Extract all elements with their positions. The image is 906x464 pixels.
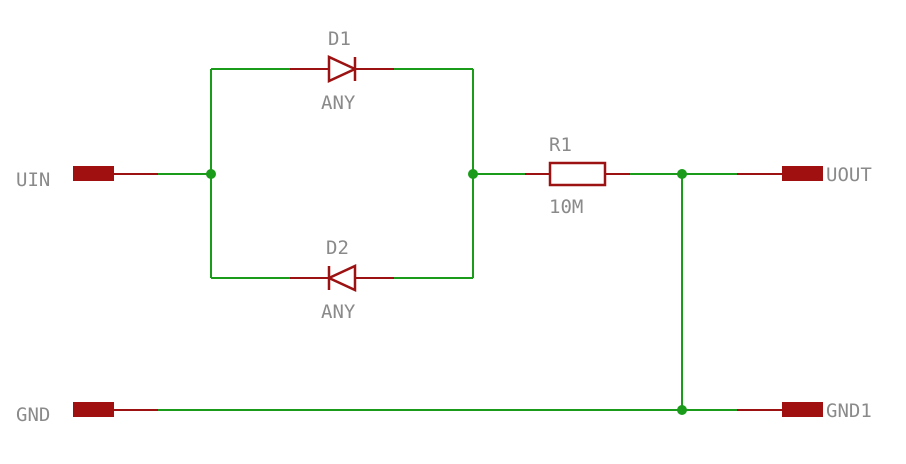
gnd1-label: GND1 (826, 400, 872, 422)
junction-right (468, 169, 478, 179)
d1-triangle (327, 55, 358, 83)
junction-left (206, 169, 216, 179)
uin-label: UIN (16, 169, 50, 191)
uout-label: UOUT (826, 164, 872, 186)
uout-pin[interactable] (782, 166, 823, 181)
d1-name-label: D1 (328, 28, 351, 50)
gnd-label: GND (16, 404, 50, 426)
wires (158, 68, 737, 411)
diode-d2[interactable] (326, 264, 357, 292)
resistor-r1[interactable] (548, 161, 607, 187)
d2-value-label: ANY (321, 301, 356, 323)
d2-triangle (326, 264, 357, 292)
r1-name-label: R1 (549, 134, 572, 156)
d1-value-label: ANY (321, 92, 356, 114)
d2-name-label: D2 (326, 237, 349, 259)
junction-output (677, 169, 687, 179)
gnd-pin[interactable] (73, 402, 114, 417)
gnd1-pin[interactable] (782, 402, 823, 417)
junctions (206, 169, 687, 415)
component-leads (114, 68, 782, 411)
uin-pin[interactable] (73, 166, 114, 181)
diode-d1[interactable] (327, 55, 358, 83)
r1-value-label: 10M (549, 196, 583, 218)
junction-gnd (677, 405, 687, 415)
